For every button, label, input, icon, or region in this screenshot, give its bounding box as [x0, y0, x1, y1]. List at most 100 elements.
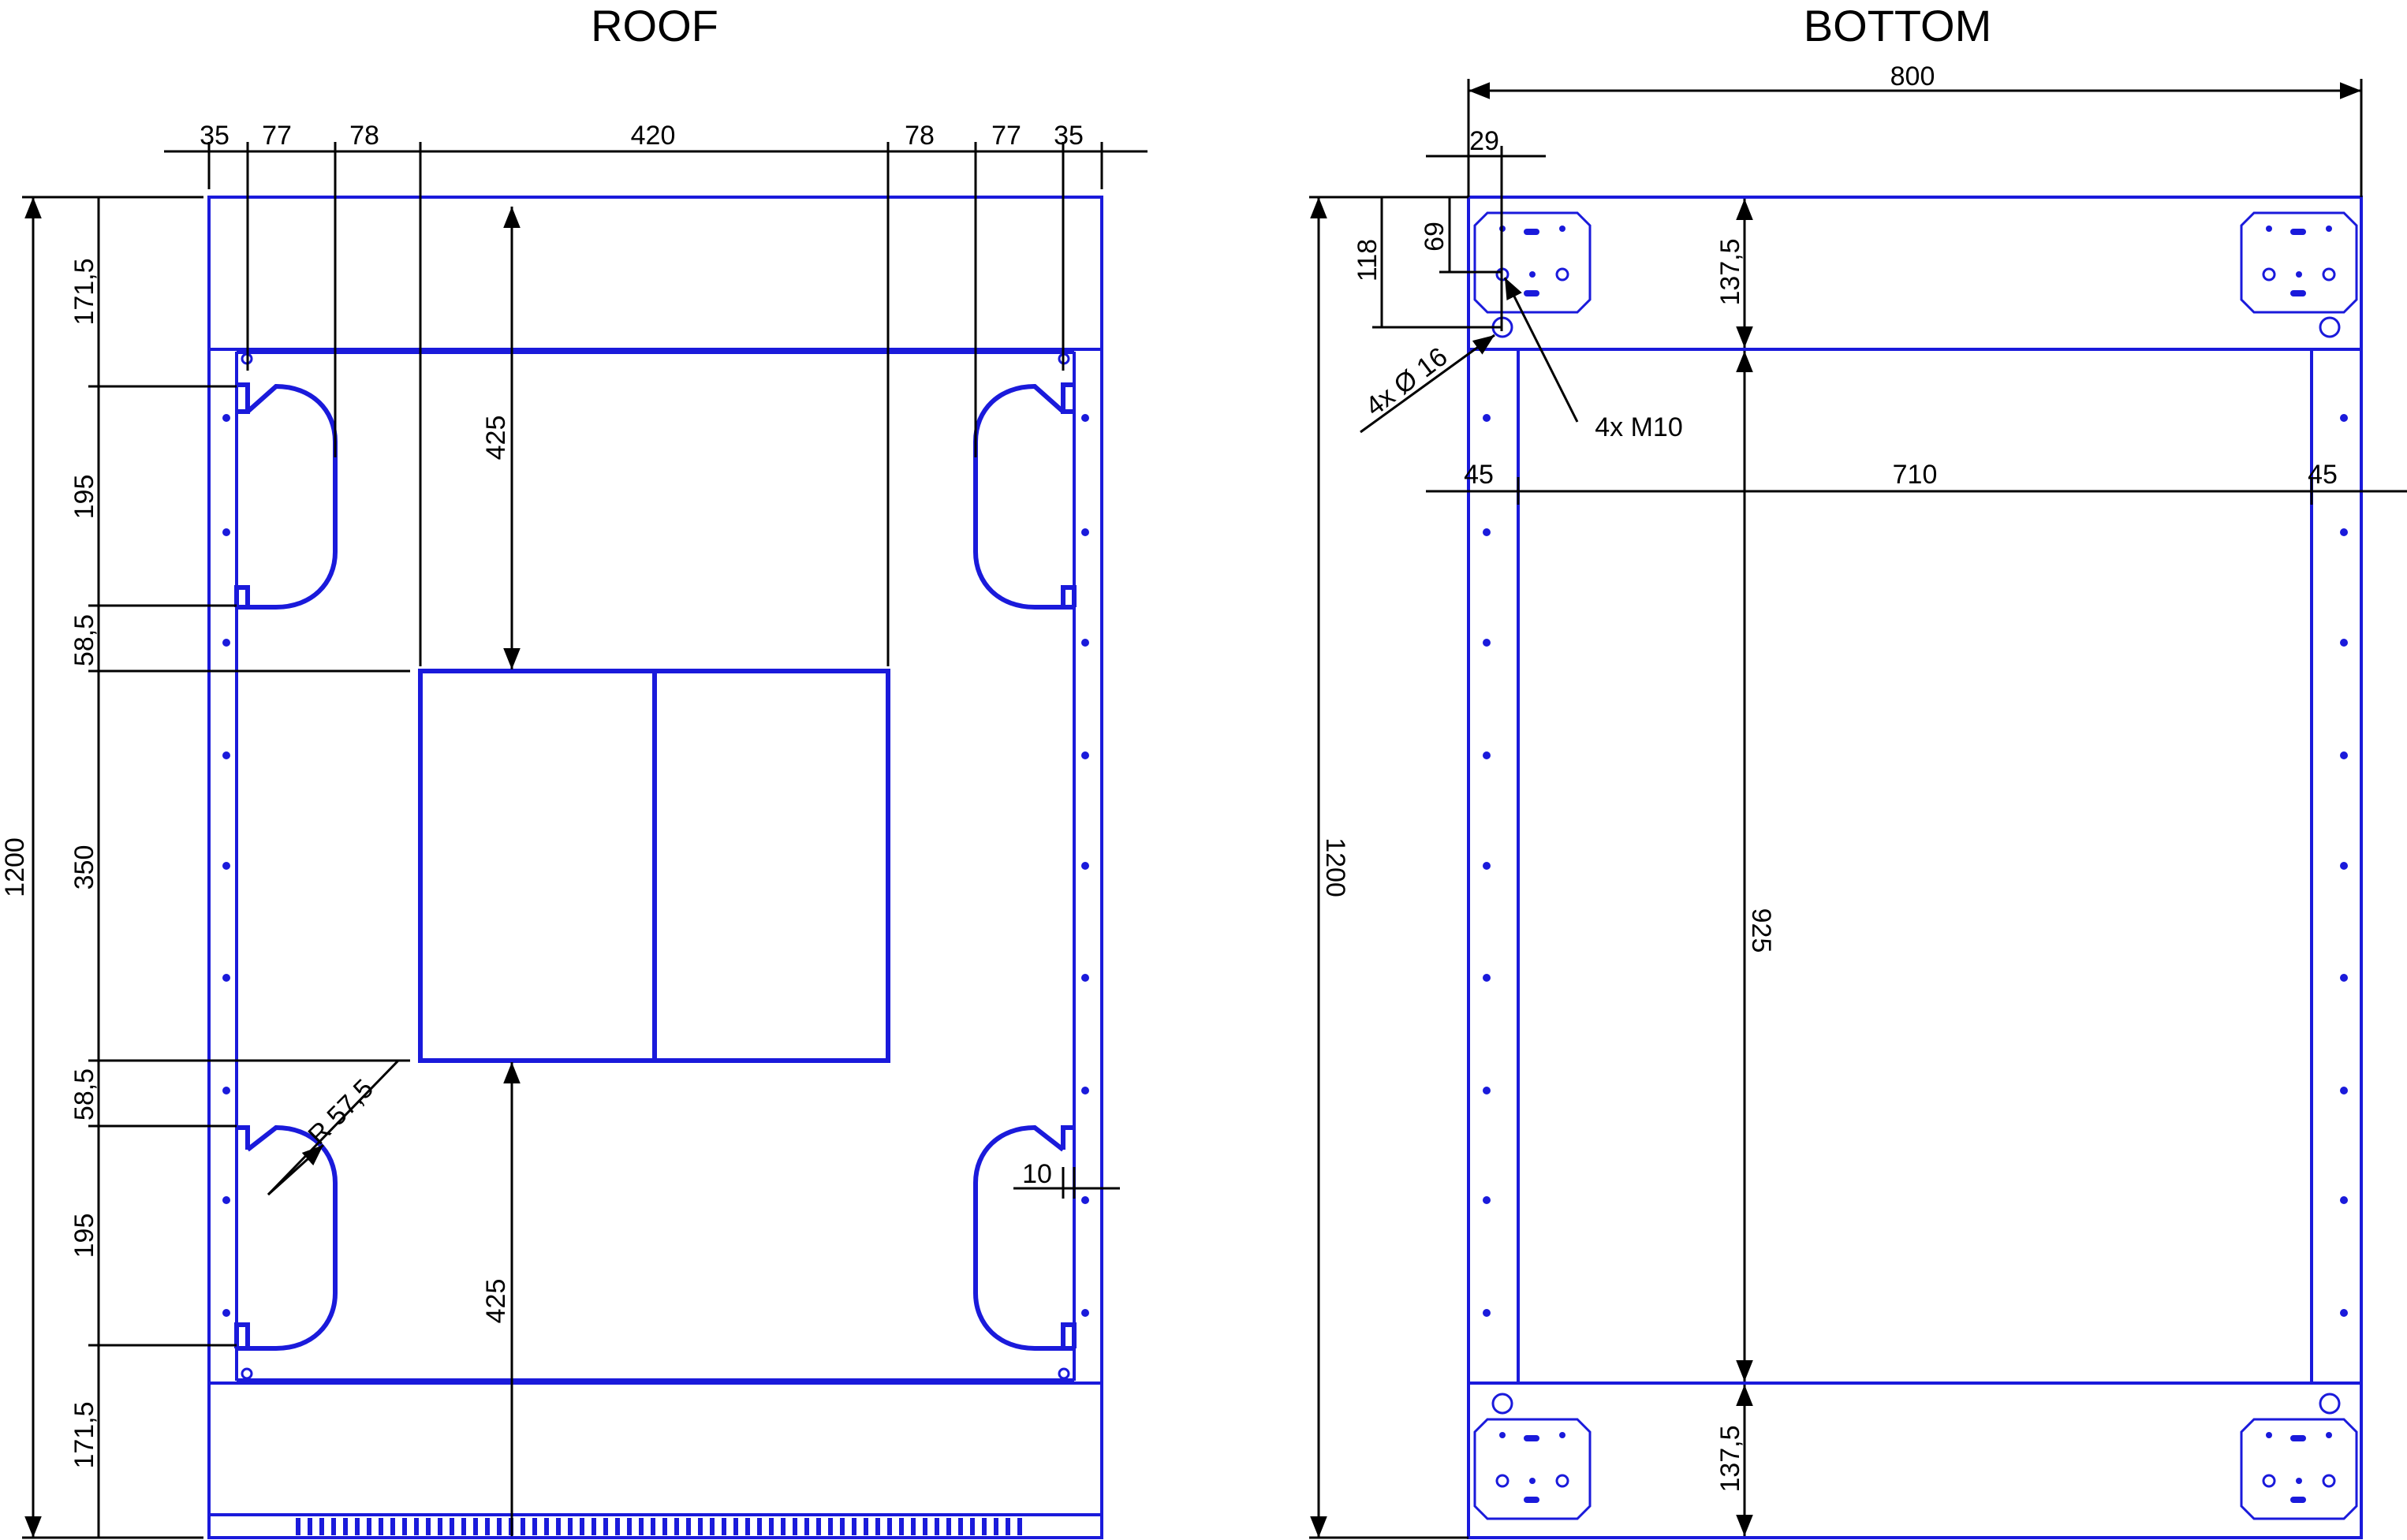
- svg-text:35: 35: [200, 121, 230, 151]
- vent-slot: [911, 1518, 916, 1535]
- foot-plates: [1473, 211, 2358, 1520]
- foot-plate: [2240, 1418, 2358, 1520]
- vent-slot: [355, 1518, 360, 1535]
- vent-slot: [473, 1518, 478, 1535]
- mounting-hole: [222, 862, 230, 870]
- vent-slot: [414, 1518, 419, 1535]
- foot-plate: [2240, 211, 2358, 314]
- mounting-hole: [222, 974, 230, 982]
- svg-text:4x Ø 16: 4x Ø 16: [1360, 341, 1453, 422]
- vent-slot: [852, 1518, 856, 1535]
- rail-hole: [1483, 1087, 1491, 1094]
- svg-text:195: 195: [69, 475, 99, 520]
- rail-hole: [1483, 528, 1491, 536]
- mounting-hole: [1081, 1196, 1089, 1204]
- vent-slot: [390, 1518, 395, 1535]
- vent-slot: [686, 1518, 691, 1535]
- vent-slot: [296, 1518, 300, 1535]
- plate-hole: [1555, 1474, 1569, 1488]
- rail-hole: [1483, 414, 1491, 422]
- svg-text:800: 800: [1890, 62, 1935, 91]
- roof-dimensions: 35 77 78 420 78 77 35 1200 171,5 195 58,…: [0, 121, 1148, 1539]
- bottom-outer-frame: [1467, 196, 2363, 1539]
- svg-text:1200: 1200: [1320, 837, 1350, 897]
- rail-hole: [2340, 1196, 2348, 1204]
- vent-slot: [1006, 1518, 1010, 1535]
- rail-hole: [2340, 751, 2348, 759]
- vent-slot: [698, 1518, 703, 1535]
- rail-hole: [1483, 1309, 1491, 1317]
- svg-text:29: 29: [1469, 126, 1499, 156]
- vent-slot: [923, 1518, 927, 1535]
- vent-slot: [958, 1518, 963, 1535]
- rail-hole: [2340, 414, 2348, 422]
- vent-slot: [627, 1518, 632, 1535]
- plate-hole: [2262, 1474, 2276, 1488]
- mounting-hole: [1081, 751, 1089, 759]
- svg-text:45: 45: [2308, 460, 2338, 490]
- rail-hole: [2340, 528, 2348, 536]
- svg-text:710: 710: [1893, 460, 1938, 490]
- plate-hole: [1555, 267, 1569, 282]
- svg-text:35: 35: [1054, 121, 1084, 151]
- svg-text:171,5: 171,5: [69, 1401, 99, 1468]
- vent-slot: [887, 1518, 892, 1535]
- vent-slot: [532, 1518, 537, 1535]
- svg-text:78: 78: [349, 121, 379, 151]
- vent-slot: [828, 1518, 833, 1535]
- cutout-bottom-left: [234, 1124, 338, 1351]
- bottom-mounting-holes: [1483, 414, 2348, 1317]
- vent-slot: [651, 1518, 655, 1535]
- svg-text:45: 45: [1464, 460, 1494, 490]
- mounting-hole: [222, 414, 230, 422]
- svg-text:137,5: 137,5: [1715, 1425, 1745, 1492]
- vent-slot: [757, 1518, 762, 1535]
- svg-text:58,5: 58,5: [69, 614, 99, 666]
- rail-hole: [2340, 639, 2348, 647]
- cutout-top-left: [234, 382, 338, 610]
- vent-slot: [603, 1518, 608, 1535]
- vent-slot: [485, 1518, 490, 1535]
- svg-text:1200: 1200: [0, 837, 30, 897]
- svg-text:77: 77: [991, 121, 1021, 151]
- svg-text:420: 420: [631, 121, 676, 151]
- bottom-title: BOTTOM: [1804, 1, 1992, 50]
- mounting-hole: [222, 1309, 230, 1317]
- svg-text:77: 77: [262, 121, 292, 151]
- roof-mounting-holes: [222, 414, 1089, 1317]
- roof-view: ROOF: [0, 1, 1148, 1539]
- roof-title: ROOF: [591, 1, 718, 50]
- vent-slot: [367, 1518, 371, 1535]
- vent-slot: [769, 1518, 774, 1535]
- svg-text:350: 350: [69, 845, 99, 890]
- vent-slot: [864, 1518, 868, 1535]
- svg-text:78: 78: [905, 121, 935, 151]
- mounting-hole: [1081, 414, 1089, 422]
- vent-slot: [816, 1518, 821, 1535]
- roof-outer-frame: [207, 196, 1103, 1539]
- vent-slot: [615, 1518, 620, 1535]
- vent-slot: [1017, 1518, 1022, 1535]
- svg-text:425: 425: [481, 416, 511, 461]
- mounting-hole: [1081, 862, 1089, 870]
- mounting-hole: [222, 1087, 230, 1094]
- vent-slot: [461, 1518, 466, 1535]
- mounting-hole: [222, 751, 230, 759]
- rail-hole: [1483, 1196, 1491, 1204]
- vent-slot: [591, 1518, 596, 1535]
- vent-slot: [994, 1518, 998, 1535]
- mounting-hole: [222, 639, 230, 647]
- vent-slot: [343, 1518, 348, 1535]
- vent-slot: [970, 1518, 975, 1535]
- svg-text:58,5: 58,5: [69, 1068, 99, 1121]
- vent-slot: [544, 1518, 549, 1535]
- plate-hole: [2322, 267, 2336, 282]
- plate-hole: [2262, 267, 2276, 282]
- rail-hole: [2340, 1309, 2348, 1317]
- vent-slot: [946, 1518, 951, 1535]
- vent-slot: [580, 1518, 584, 1535]
- vent-slot: [319, 1518, 324, 1535]
- vent-slot: [568, 1518, 573, 1535]
- rail-hole: [1483, 974, 1491, 982]
